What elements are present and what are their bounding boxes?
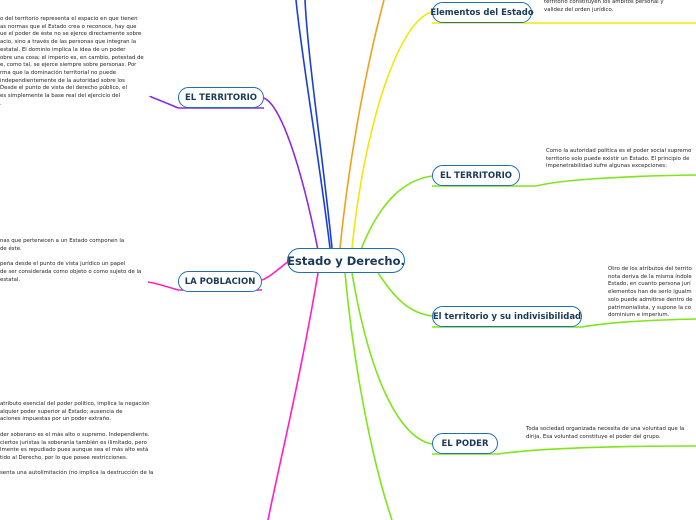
connector-top-orange bbox=[339, 0, 385, 249]
connector-bottom-magenta bbox=[267, 272, 319, 520]
node-poder[interactable]: EL PODER bbox=[432, 433, 498, 454]
connector-poblacion bbox=[261, 259, 291, 281]
central-node[interactable]: Estado y Derecho. bbox=[287, 248, 405, 273]
note-elementos: territorio constituyen los ámbitos perso… bbox=[544, 0, 664, 13]
central-node-label: Estado y Derecho. bbox=[287, 253, 405, 268]
node-indivisibilidad[interactable]: El territorio y su indivisibilidad bbox=[432, 306, 582, 327]
node-territorio-right-label: EL TERRITORIO bbox=[440, 170, 512, 181]
connector-note-poder bbox=[497, 445, 696, 455]
node-territorio-right[interactable]: EL TERRITORIO bbox=[432, 165, 520, 186]
connector-note-indivisibilidad bbox=[581, 318, 696, 328]
note-poder: Toda sociedad organizada necesita de una… bbox=[526, 426, 685, 440]
node-territorio-left[interactable]: EL TERRITORIO bbox=[178, 87, 264, 108]
node-poder-label: EL PODER bbox=[441, 438, 489, 449]
node-elementos-label: Elementos del Estado bbox=[430, 7, 534, 18]
node-territorio-left-label: EL TERRITORIO bbox=[185, 92, 257, 103]
connector-poder bbox=[351, 272, 433, 445]
node-poblacion-label: LA POBLACION bbox=[184, 276, 256, 287]
connector-elementos bbox=[351, 11, 433, 249]
connector-note-poblacion bbox=[147, 281, 179, 291]
connector-territorio-right bbox=[359, 175, 433, 253]
connector-note-territorio-right bbox=[535, 174, 696, 187]
note-poblacion: nas que pertenecen a un Estado componen … bbox=[0, 238, 142, 283]
connector-note-territorio-left bbox=[149, 95, 179, 109]
note-poder-left: atributo esencial del poder político, im… bbox=[0, 401, 154, 477]
connector-indivisibilidad bbox=[374, 267, 433, 317]
connector-top-blue-1 bbox=[295, 0, 331, 249]
node-elementos-del-estado[interactable]: Elementos del Estado bbox=[430, 2, 534, 23]
note-indivisibilidad: Otro de los atributos del territo nota d… bbox=[608, 266, 693, 319]
node-poblacion[interactable]: LA POBLACION bbox=[178, 271, 262, 292]
connector-top-blue-2 bbox=[304, 0, 333, 249]
note-territorio-left: o del territorio representa el espacio e… bbox=[0, 16, 144, 107]
note-territorio-right: Como la autoridad política es el poder s… bbox=[546, 148, 692, 170]
connector-bottom-green bbox=[344, 272, 393, 520]
node-indivisibilidad-label: El territorio y su indivisibilidad bbox=[432, 311, 582, 322]
connector-territorio-left bbox=[263, 97, 319, 251]
